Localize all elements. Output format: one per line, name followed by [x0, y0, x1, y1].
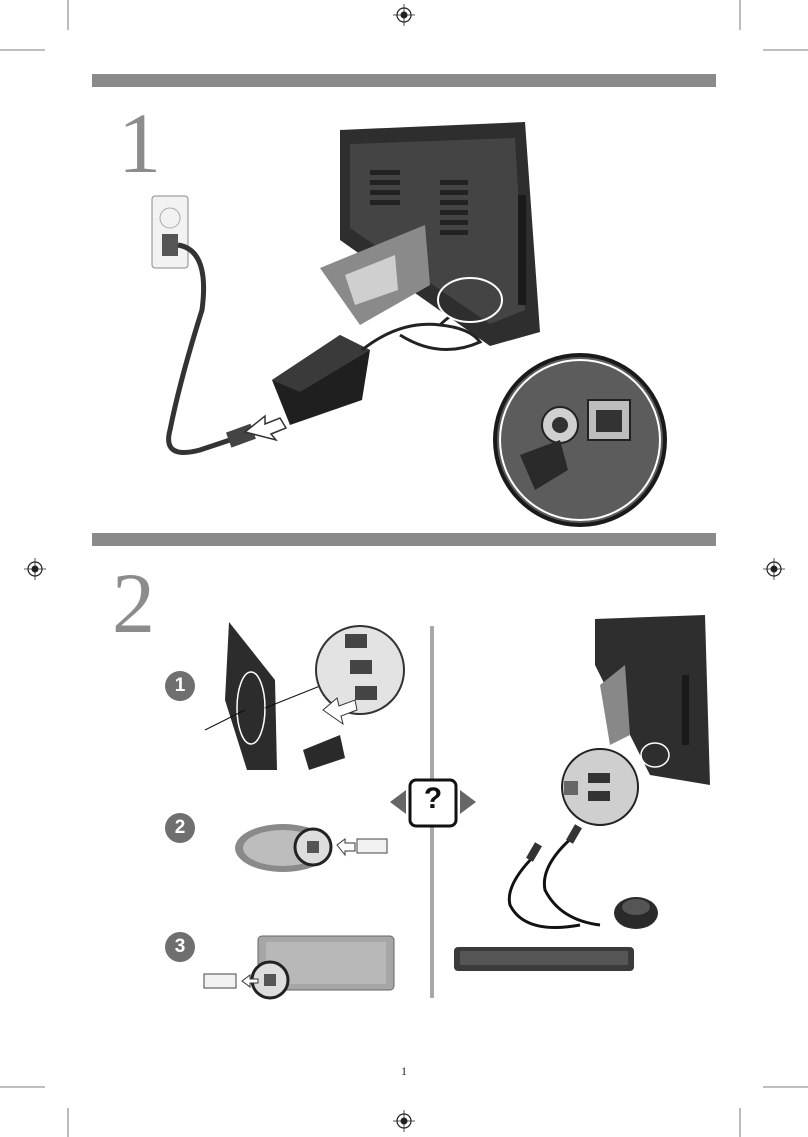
port-zoom-inset: [495, 355, 665, 525]
question-mark-label: ?: [414, 782, 452, 816]
registration-mark-icon: [393, 4, 415, 26]
step-2-number: 2: [112, 560, 155, 646]
substep-badge-3: 3: [165, 932, 195, 962]
substep-badge-1: 1: [165, 671, 195, 701]
substep-badge-2: 2: [165, 813, 195, 843]
registration-mark-icon: [393, 1110, 415, 1132]
keyboard-receiver-illustration: [200, 932, 400, 1002]
power-connection-illustration: [140, 110, 700, 530]
wall-outlet: [152, 196, 188, 268]
registration-mark-icon: [24, 558, 46, 580]
usb-receiver-illustration: [205, 620, 405, 770]
power-adapter: [272, 335, 370, 425]
mouse-receiver-illustration: [233, 820, 393, 880]
computer-back: [320, 122, 540, 346]
page-number: 1: [0, 1064, 808, 1079]
power-cord: [169, 245, 230, 453]
wired-peripherals-illustration: [450, 615, 720, 985]
registration-mark-icon: [763, 558, 785, 580]
section-1-bar: [92, 74, 716, 87]
section-2-bar: [92, 533, 716, 546]
